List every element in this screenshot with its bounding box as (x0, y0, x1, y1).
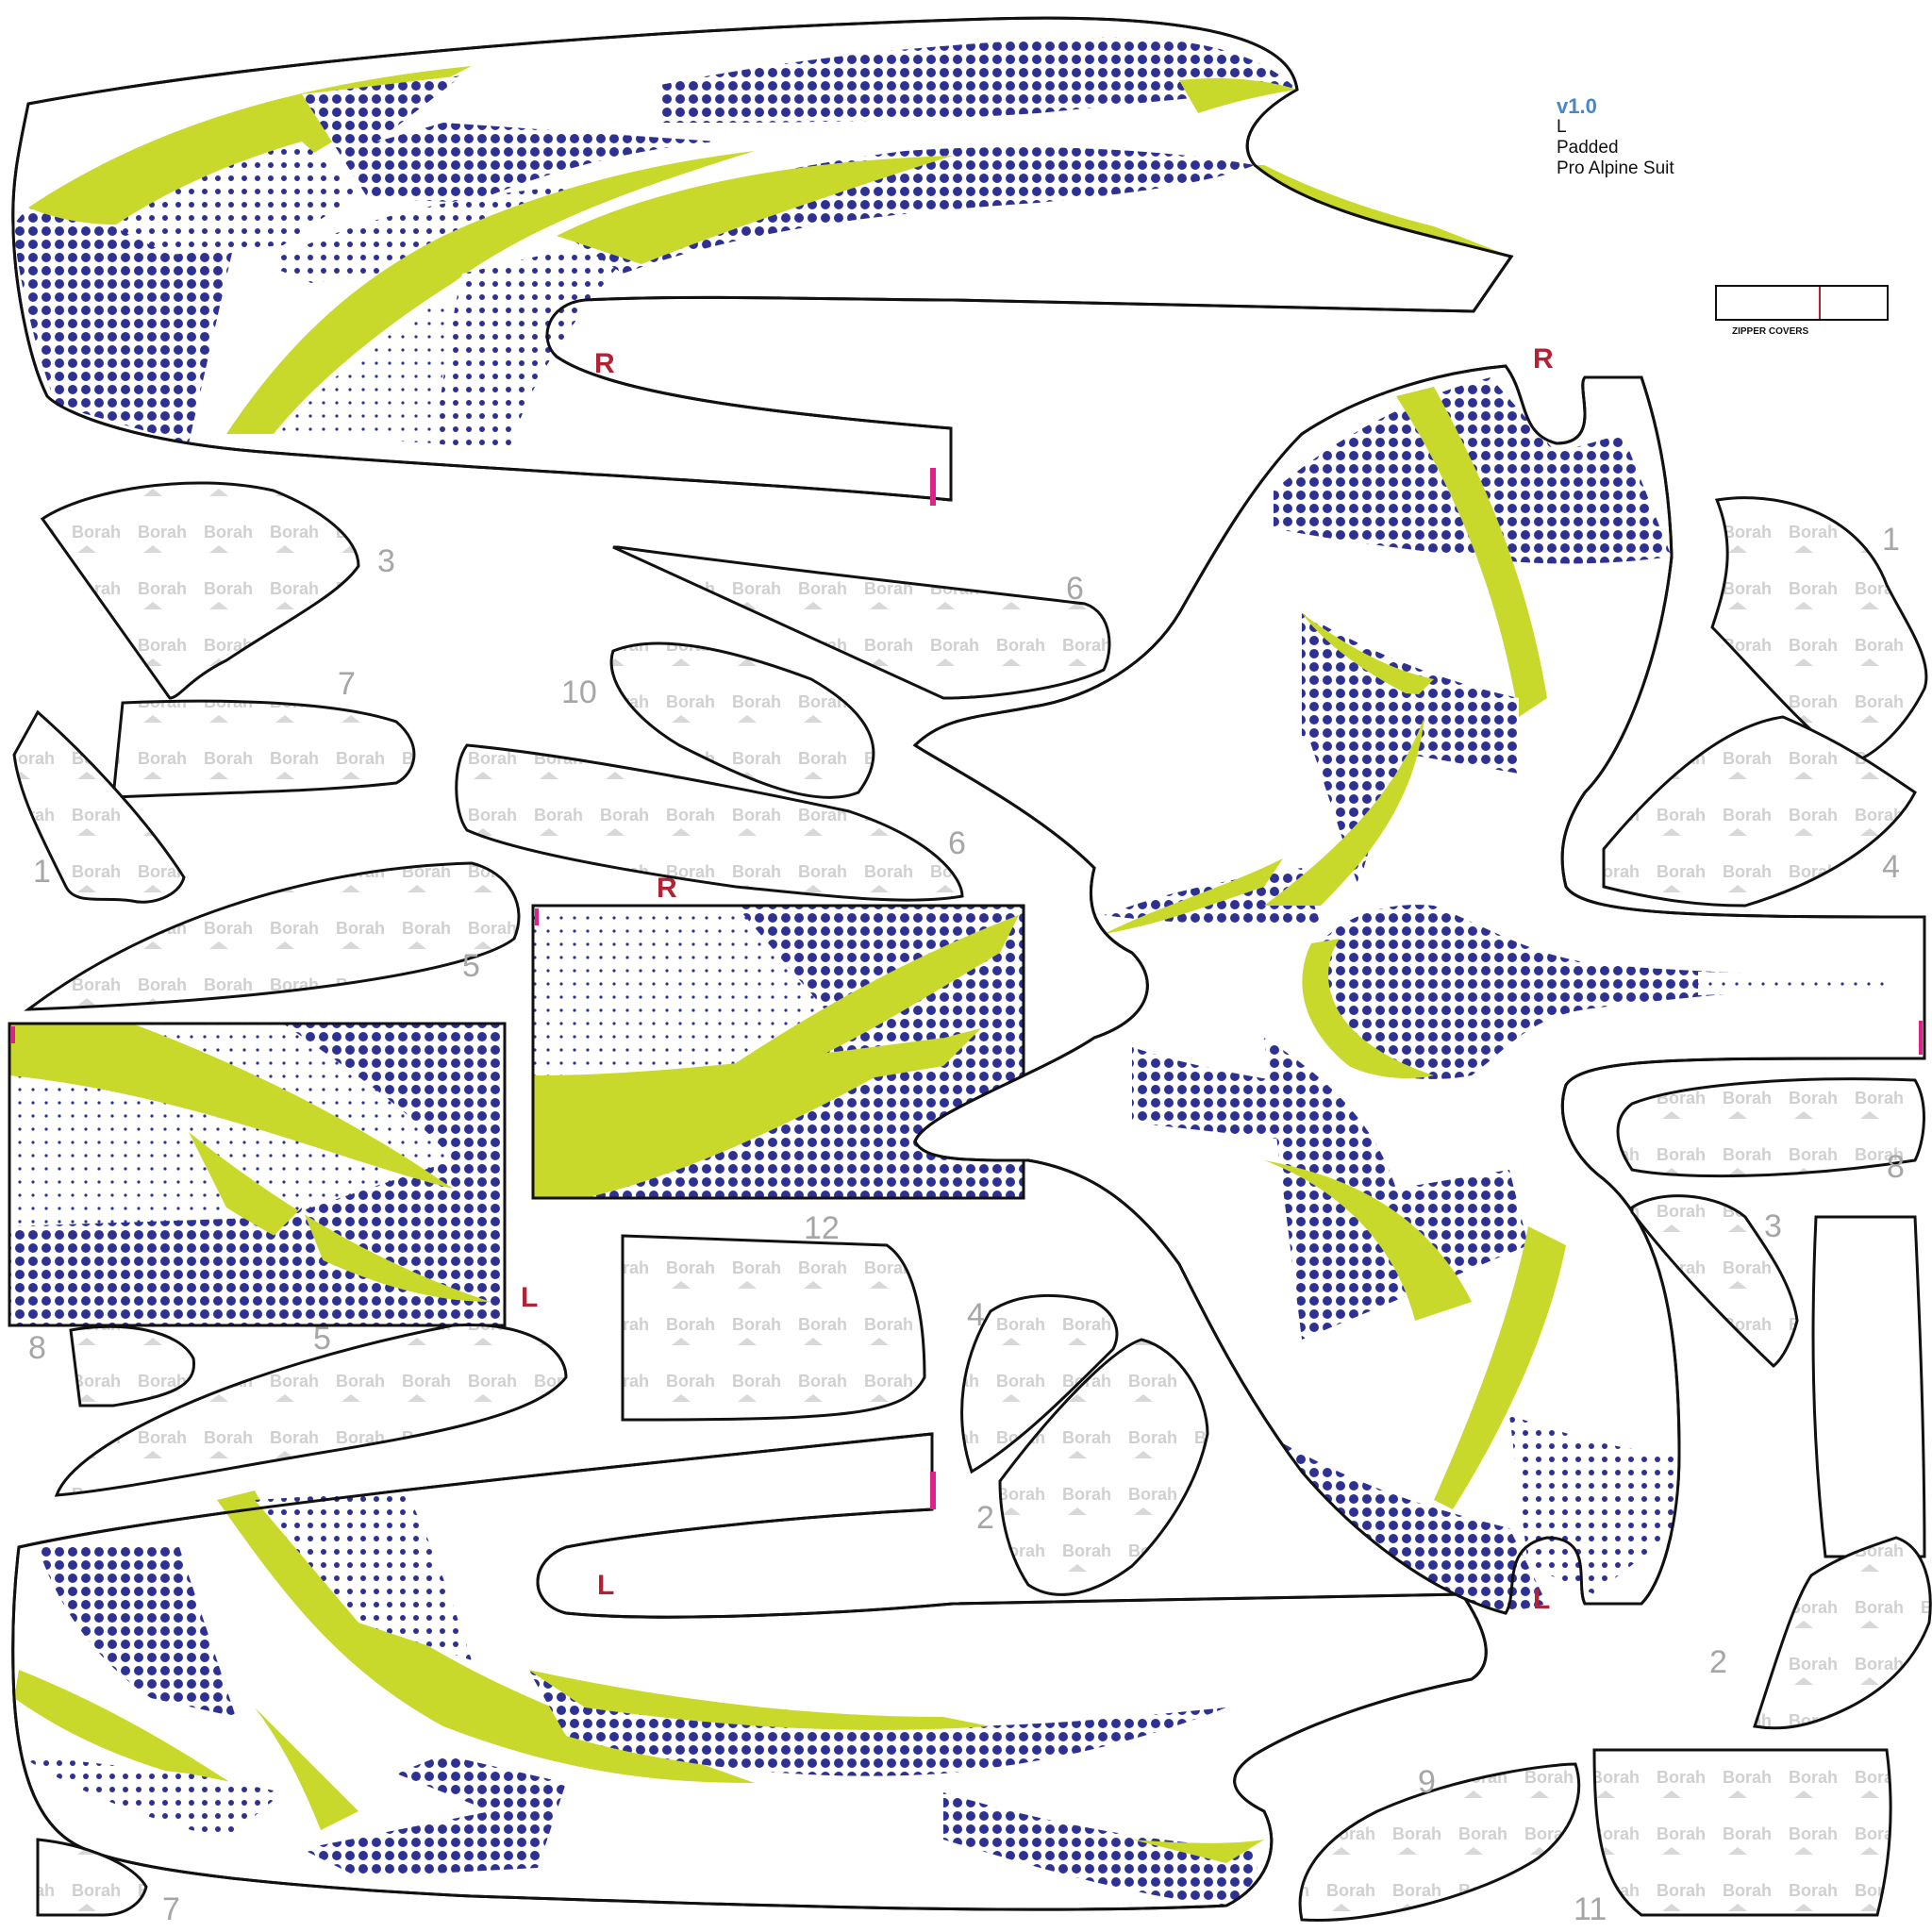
piece-10-number: 10 (561, 675, 597, 710)
piece-4-right-number: 4 (1882, 849, 1900, 885)
piece-1-right (1710, 496, 1928, 766)
piece-5-bottom-number: 5 (313, 1321, 331, 1357)
zipper-strip-piece (1811, 1215, 1926, 1558)
piece-7-bottom (36, 1838, 148, 1917)
piece-3-left (40, 481, 360, 700)
piece-9 (1298, 1762, 1581, 1923)
back-right-label: R (657, 873, 677, 904)
zipper-covers-box (1715, 285, 1889, 321)
piece-12-number: 12 (804, 1210, 840, 1246)
gusset-piece (1302, 905, 1887, 1079)
piece-2-mid-number: 2 (976, 1500, 994, 1536)
padding-label: Padded (1557, 138, 1619, 158)
piece-8-right-number: 8 (1887, 1149, 1905, 1185)
piece-8-left-number: 8 (28, 1330, 46, 1366)
back-panel-right (531, 904, 1025, 1200)
sleeve-right-piece (11, 16, 1514, 506)
piece-7-bottom-number: 7 (162, 1891, 180, 1927)
piece-6-mid-number: 6 (948, 825, 966, 861)
piece-3-right (1630, 1194, 1799, 1368)
piece-11-number: 11 (1574, 1891, 1607, 1927)
piece-2-right (1753, 1536, 1932, 1730)
piece-5-top-number: 5 (462, 948, 480, 984)
piece-4-mid-number: 4 (967, 1297, 985, 1333)
piece-5-bottom (54, 1323, 568, 1497)
piece-1-left-number: 1 (33, 854, 51, 890)
piece-7-top (111, 699, 416, 799)
piece-4-mid (960, 1294, 1119, 1474)
product-label: Pro Alpine Suit (1557, 158, 1674, 178)
zipper-covers-label: ZIPPER COVERS (1732, 326, 1809, 337)
sleeve-right-label: R (594, 348, 615, 379)
zipper-divider (1819, 287, 1821, 319)
piece-4-right (1602, 715, 1917, 908)
piece-1-right-number: 1 (1882, 522, 1900, 558)
piece-10 (609, 641, 875, 799)
piece-1-left (12, 709, 186, 904)
piece-6-mid (455, 743, 964, 902)
piece-8-right (1616, 1077, 1925, 1178)
back-left-label: L (521, 1282, 538, 1313)
piece-6-top-number: 6 (1066, 571, 1084, 607)
sleeve-left-piece (11, 1432, 1488, 1911)
version-label: v1.0 (1557, 94, 1597, 118)
spec-block: v1.0 L Padded Pro Alpine Suit (1557, 96, 1674, 179)
piece-8-left (69, 1324, 196, 1407)
piece-12 (621, 1234, 926, 1422)
sleeve-left-label: L (597, 1570, 614, 1601)
piece-5-top (24, 861, 521, 1011)
front-left-label: L (1533, 1584, 1550, 1615)
size-label: L (1557, 117, 1567, 137)
piece-2-right-number: 2 (1709, 1644, 1727, 1680)
piece-6-top (612, 545, 1111, 700)
back-panel-left (8, 1022, 507, 1327)
piece-2-mid (998, 1338, 1209, 1596)
piece-7-top-number: 7 (338, 666, 356, 702)
piece-3-right-number: 3 (1764, 1208, 1782, 1244)
piece-9-number: 9 (1418, 1764, 1436, 1800)
piece-11 (1592, 1748, 1892, 1917)
front-right-label: R (1533, 343, 1554, 375)
piece-3-left-number: 3 (377, 543, 395, 579)
